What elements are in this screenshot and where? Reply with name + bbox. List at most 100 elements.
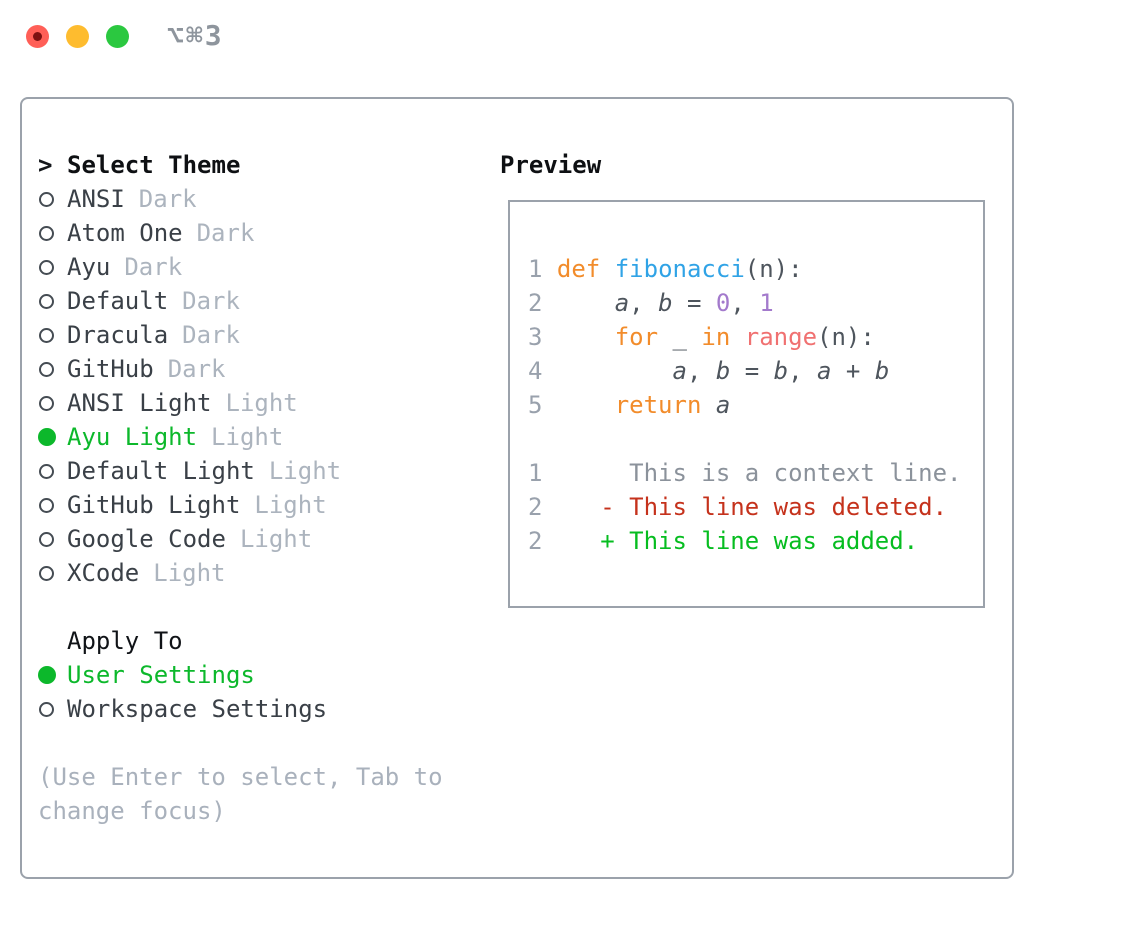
token-function: fibonacci xyxy=(614,255,745,283)
spacer xyxy=(38,590,443,624)
token-variable: a xyxy=(715,391,731,419)
theme-variant-tag: Light xyxy=(211,423,284,451)
code-line: 2 a, b = 0, 1 xyxy=(528,286,983,320)
token-keyword: def xyxy=(556,255,601,283)
token-plain: (n): xyxy=(744,255,803,283)
radio-off-icon xyxy=(39,497,54,513)
radio-off-icon xyxy=(39,531,54,547)
usage-hint-line: change focus) xyxy=(38,797,226,825)
theme-variant-tag: Dark xyxy=(182,287,240,315)
radio-off-icon xyxy=(39,327,54,343)
token-variable: b xyxy=(773,357,789,385)
token-number: 1 xyxy=(759,289,774,317)
theme-variant-tag: Dark xyxy=(196,219,255,247)
option-label: Google Code xyxy=(67,525,226,553)
token-lineno: 5 xyxy=(528,391,557,419)
theme-option-ayu[interactable]: Ayu Dark xyxy=(38,250,443,284)
apply-option-user-settings[interactable]: User Settings xyxy=(38,658,443,692)
zoom-window-icon[interactable] xyxy=(106,25,129,48)
apply-option-workspace-settings[interactable]: Workspace Settings xyxy=(38,692,443,726)
close-window-icon[interactable] xyxy=(26,25,49,48)
option-label: User Settings xyxy=(67,661,255,689)
token-added: + This line was added. xyxy=(542,527,919,555)
minimize-window-icon[interactable] xyxy=(66,25,89,48)
code-line: 2 + This line was added. xyxy=(528,524,983,558)
code-line: 5 return a xyxy=(528,388,983,422)
token-plain: , xyxy=(629,289,659,317)
select-theme-header-label: Select Theme xyxy=(67,151,241,179)
token-plain: , xyxy=(788,357,818,385)
token-plain xyxy=(557,391,615,419)
token-plain xyxy=(557,323,615,351)
option-label: GitHub xyxy=(67,355,154,383)
radio-off-icon xyxy=(39,225,54,241)
token-plain: + xyxy=(831,357,875,385)
token-builtin: range xyxy=(744,323,818,351)
token-variable: a xyxy=(672,357,687,385)
option-label: Default Light xyxy=(67,457,255,485)
code-line: 1 This is a context line. xyxy=(528,456,983,490)
token-plain xyxy=(557,357,673,385)
token-plain xyxy=(730,323,744,351)
apply-to-header: Apply To xyxy=(38,624,443,658)
theme-option-xcode[interactable]: XCode Light xyxy=(38,556,443,590)
radio-off-icon xyxy=(39,259,54,275)
theme-variant-tag: Light xyxy=(225,389,298,417)
token-keyword: return xyxy=(614,391,702,419)
option-label: Default xyxy=(67,287,169,315)
usage-hint: (Use Enter to select, Tab to change focu… xyxy=(38,760,443,828)
theme-option-ayu-light[interactable]: Ayu Light Light xyxy=(38,420,443,454)
token-plain xyxy=(557,289,615,317)
window-controls xyxy=(26,25,129,48)
radio-off-icon xyxy=(39,701,54,717)
token-plain: = xyxy=(672,289,716,317)
apply-to-header-label: Apply To xyxy=(67,627,183,655)
token-variable: a xyxy=(614,289,630,317)
token-variable: b xyxy=(658,289,673,317)
token-variable: a xyxy=(817,357,832,385)
preview-title: Preview xyxy=(500,151,602,179)
option-label: Ayu xyxy=(67,253,111,281)
theme-option-default[interactable]: Default Dark xyxy=(38,284,443,318)
token-number: 0 xyxy=(715,289,731,317)
option-label: XCode xyxy=(67,559,140,587)
radio-on-icon xyxy=(38,666,56,684)
theme-variant-tag: Dark xyxy=(138,185,197,213)
token-plain: , xyxy=(730,289,760,317)
token-plain xyxy=(701,391,715,419)
token-deleted: - This line was deleted. xyxy=(542,493,948,521)
theme-option-atom-one[interactable]: Atom One Dark xyxy=(38,216,443,250)
theme-variant-tag: Light xyxy=(153,559,226,587)
radio-on-icon xyxy=(38,428,56,446)
code-line xyxy=(528,422,983,456)
theme-option-default-light[interactable]: Default Light Light xyxy=(38,454,443,488)
token-plain: = xyxy=(730,357,774,385)
option-label: Ayu Light xyxy=(67,423,198,451)
window-shortcut-label: ⌥⌘3 xyxy=(167,19,224,52)
theme-variant-tag: Dark xyxy=(124,253,183,281)
code-line: 1 def fibonacci(n): xyxy=(528,252,983,286)
option-label: Workspace Settings xyxy=(67,695,328,723)
theme-variant-tag: Dark xyxy=(182,321,240,349)
spacer xyxy=(38,726,443,760)
token-lineno: 2 xyxy=(528,527,543,555)
theme-variant-tag: Light xyxy=(268,457,342,485)
code-line: 3 for _ in range(n): xyxy=(528,320,983,354)
token-lineno: 1 xyxy=(528,459,543,487)
radio-off-icon xyxy=(39,463,54,479)
token-keyword: for xyxy=(614,323,659,351)
token-plain xyxy=(600,255,614,283)
token-lineno: 3 xyxy=(528,323,557,351)
option-label: Atom One xyxy=(67,219,183,247)
